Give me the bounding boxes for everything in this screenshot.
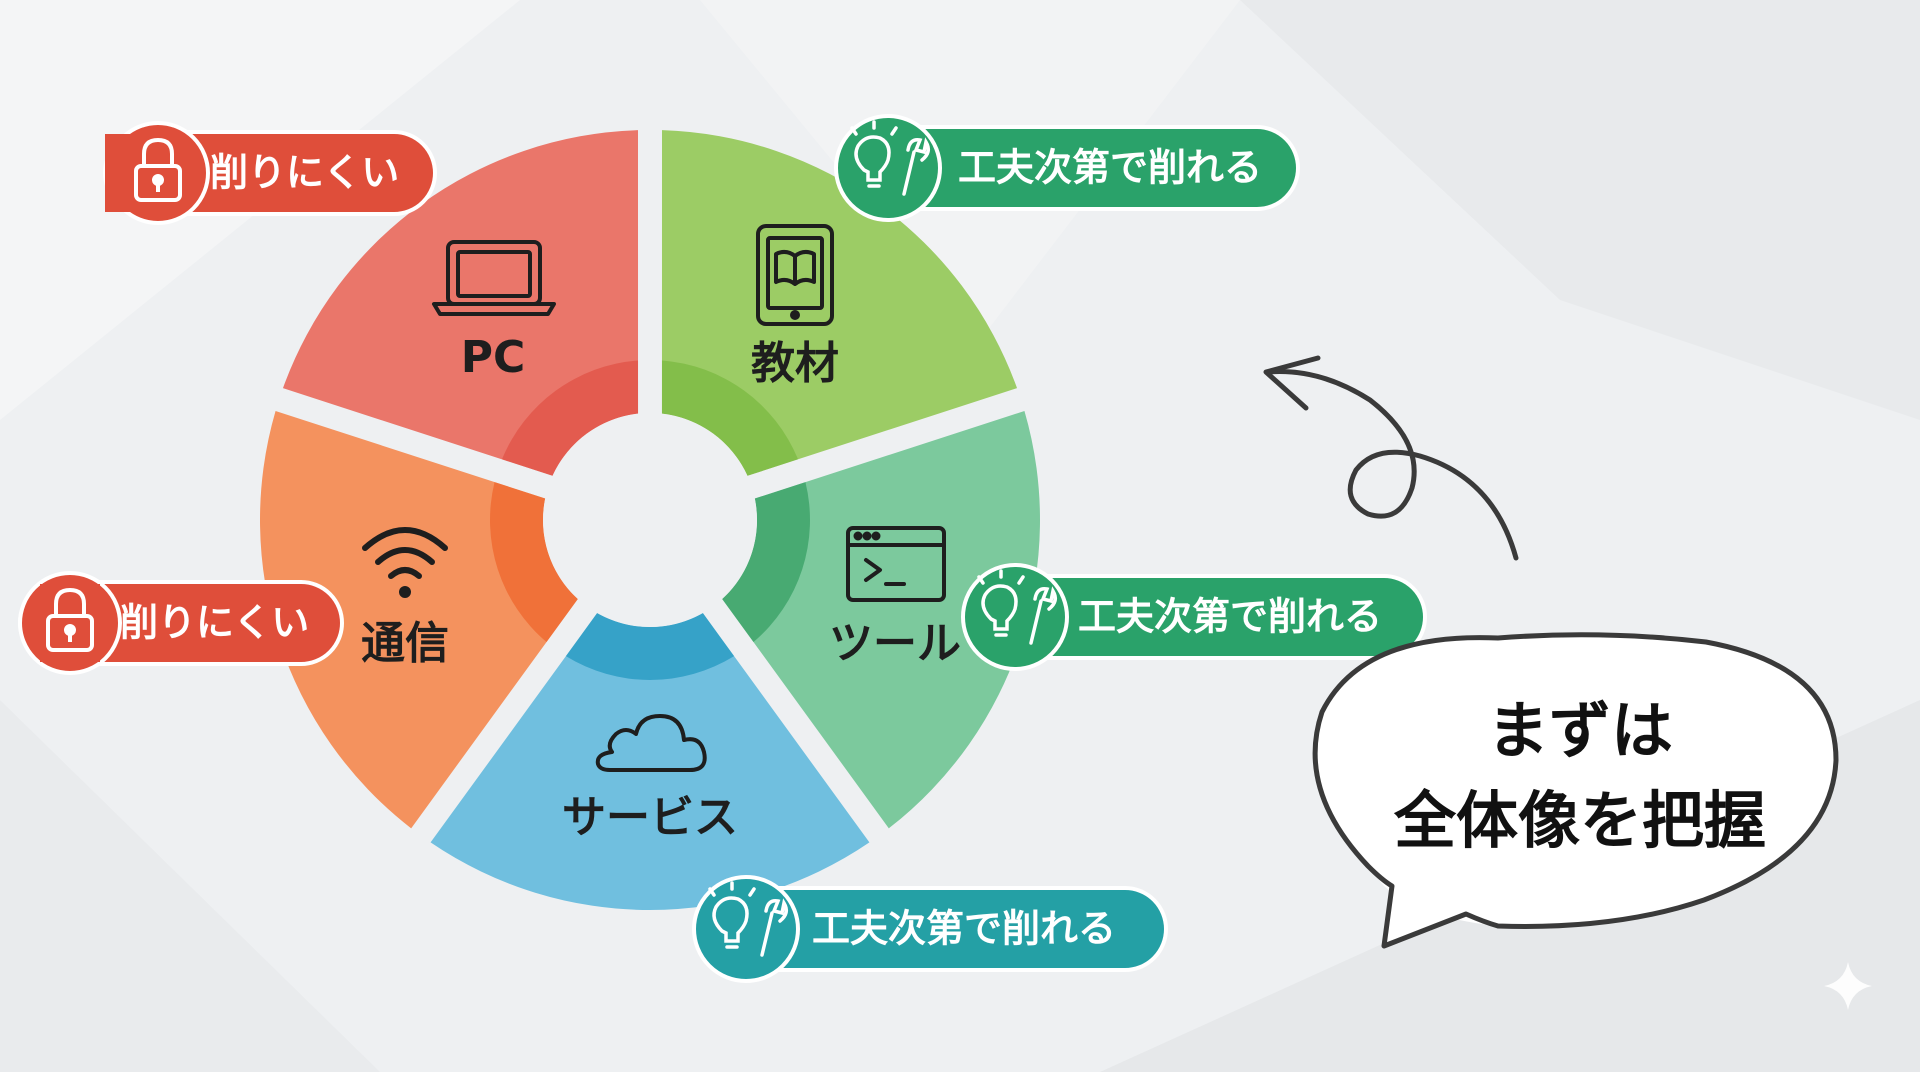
badge-kyozai-possible: 工夫次第で削れる [834,114,1300,222]
segment-kyozai [661,130,1018,476]
sparkle-icon [1824,962,1872,1010]
bulb-wrench-icon [977,569,1057,645]
segment-kyozai-inner-ring [661,360,799,476]
lock-icon [46,587,94,652]
bulb-wrench-icon [850,120,930,196]
cloud-icon [595,714,707,772]
segment-label-service: サービス [562,792,738,843]
badge-label: 工夫次第で削れる [1078,595,1382,639]
badge-label: 削りにくい [210,151,399,195]
badge-label: 工夫次第で削れる [958,146,1262,190]
bubble-line-2: 全体像を把握 [1393,784,1766,857]
segment-tsushin-inner-ring [490,482,578,643]
segment-service-inner-ring [565,613,735,681]
laptop-icon [432,240,556,316]
badge-label: 工夫次第で削れる [812,907,1116,951]
segment-tool-inner-ring [722,482,810,643]
segment-service [430,613,870,911]
badge-service-possible: 工夫次第で削れる [692,875,1168,983]
badge-tsushin-hard: 削りにくい [18,571,344,675]
tablet-book-icon [756,224,834,326]
lock-icon [134,137,182,202]
segment-label-tool: ツール [829,618,961,669]
bulb-wrench-icon [708,881,788,957]
badge-tool-possible: 工夫次第で削れる [961,563,1427,671]
curly-arrow [1263,355,1519,561]
segment-label-pc: PC [461,332,526,383]
segment-label-tsushin: 通信 [361,618,449,669]
donut-hole [543,413,757,627]
wifi-icon [362,527,448,598]
speech-bubble: まずは 全体像を把握 [1312,632,1839,949]
badge-pc-hard: 削りにくい [103,121,437,225]
donut-chart [259,130,1041,911]
bubble-line-1: まずは [1487,694,1673,767]
terminal-icon [846,526,946,602]
segment-pc-inner-ring [501,360,639,476]
badge-label: 削りにくい [120,601,309,645]
segment-label-kyozai: 教材 [751,338,839,389]
